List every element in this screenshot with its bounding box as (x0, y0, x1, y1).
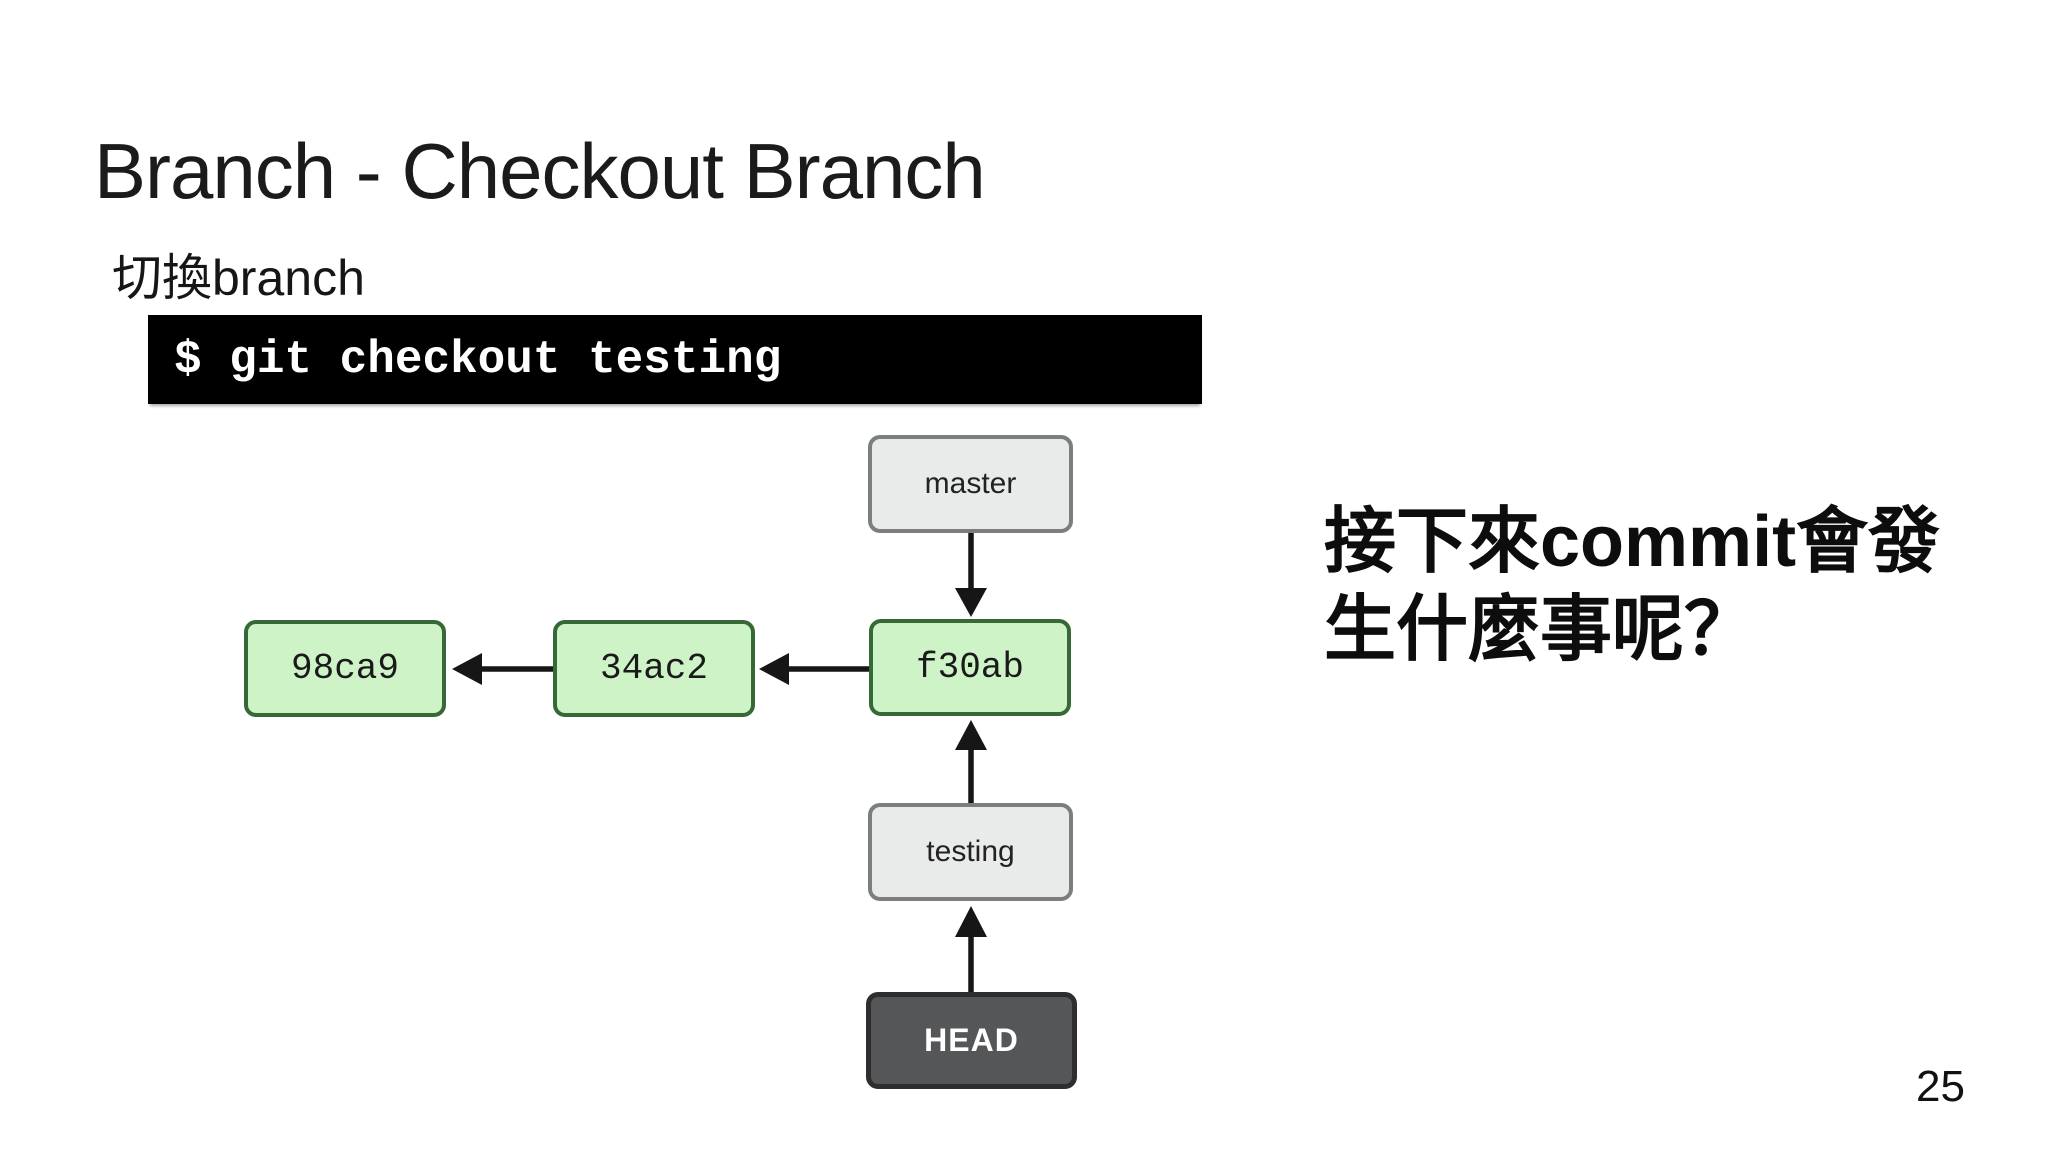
commit-id: f30ab (915, 647, 1025, 688)
slide-title: Branch - Checkout Branch (94, 127, 986, 215)
arrowhead-testing-to-f30ab (955, 720, 987, 750)
note-line-1: 接下來commit會發 (1324, 502, 1941, 582)
arrowhead-head-to-testing (955, 906, 987, 937)
note-text: 接下來commit會發 生什麼事呢？ (1324, 498, 2004, 674)
branch-node-testing: testing (868, 803, 1073, 901)
terminal-block: $ git checkout testing (148, 315, 1202, 404)
terminal-command: $ git checkout testing (174, 333, 782, 386)
head-node: HEAD (866, 992, 1077, 1089)
arrowhead-f30ab-to-34ac2 (759, 653, 789, 685)
page-number: 25 (1916, 1062, 1965, 1111)
note-line-2: 生什麼事呢？ (1324, 590, 1757, 670)
commit-node-34ac2: 34ac2 (553, 620, 755, 717)
commit-node-98ca9: 98ca9 (244, 620, 446, 717)
branch-node-master: master (868, 435, 1073, 533)
head-label: HEAD (924, 1022, 1019, 1058)
arrowhead-34ac2-to-98ca9 (452, 653, 482, 685)
arrowhead-master-to-f30ab (955, 588, 987, 617)
branch-label: testing (926, 835, 1015, 868)
commit-id: 98ca9 (290, 648, 400, 689)
commit-node-f30ab: f30ab (869, 619, 1071, 716)
commit-id: 34ac2 (599, 648, 709, 689)
branch-label: master (924, 467, 1017, 500)
slide-subtitle: 切換branch (112, 250, 365, 306)
